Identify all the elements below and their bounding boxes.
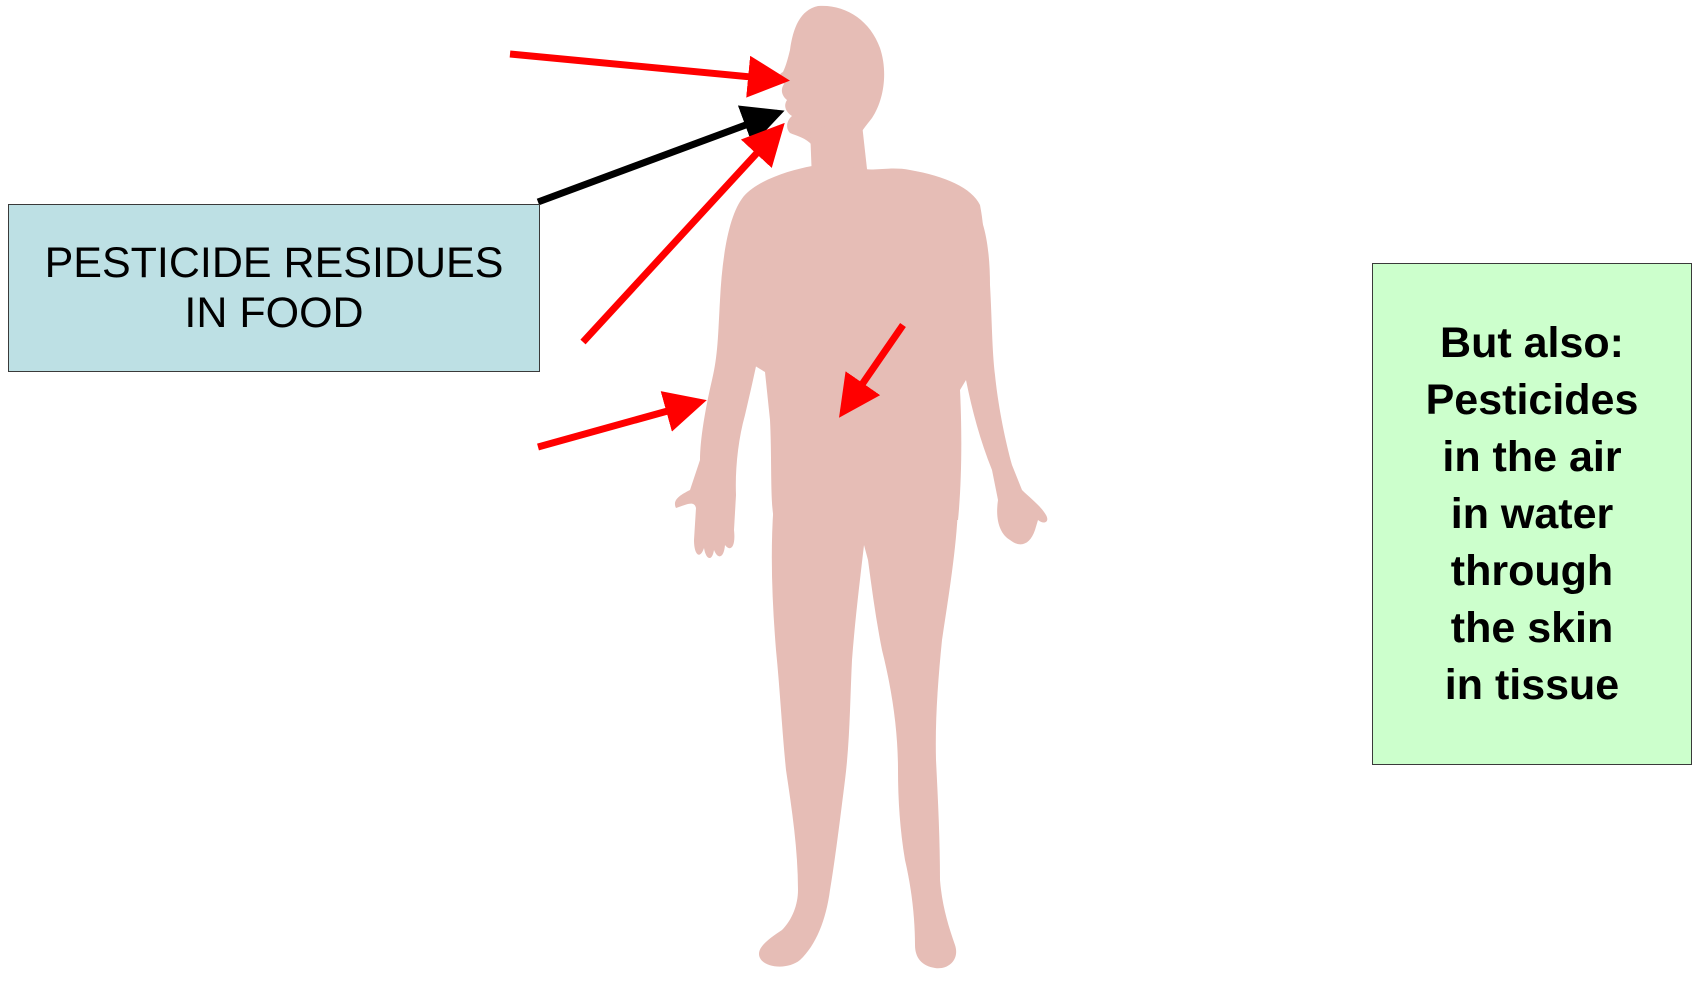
- also-box-line-7: in tissue: [1445, 657, 1619, 714]
- arrow-to-nose: [510, 54, 783, 80]
- also-box-line-3: in the air: [1442, 429, 1621, 486]
- arrow-food-to-mouth: [538, 113, 778, 202]
- also-box-line-5: through: [1451, 543, 1613, 600]
- human-torso: [725, 166, 988, 520]
- food-residues-box: PESTICIDE RESIDUES IN FOOD: [8, 204, 540, 372]
- human-right-arm: [955, 200, 1047, 544]
- human-left-arm: [675, 196, 770, 558]
- food-box-line-1: PESTICIDE RESIDUES: [45, 238, 504, 288]
- human-body-silhouette: [675, 6, 1047, 968]
- also-box-line-4: in water: [1451, 486, 1614, 543]
- human-head: [780, 6, 884, 145]
- other-exposure-box: But also: Pesticides in the air in water…: [1372, 263, 1692, 765]
- also-box-line-1: But also:: [1440, 315, 1624, 372]
- also-box-line-2: Pesticides: [1426, 372, 1639, 429]
- arrow-to-skin: [538, 402, 700, 447]
- food-box-line-2: IN FOOD: [184, 288, 363, 338]
- also-box-line-6: the skin: [1451, 600, 1614, 657]
- human-legs: [759, 500, 958, 968]
